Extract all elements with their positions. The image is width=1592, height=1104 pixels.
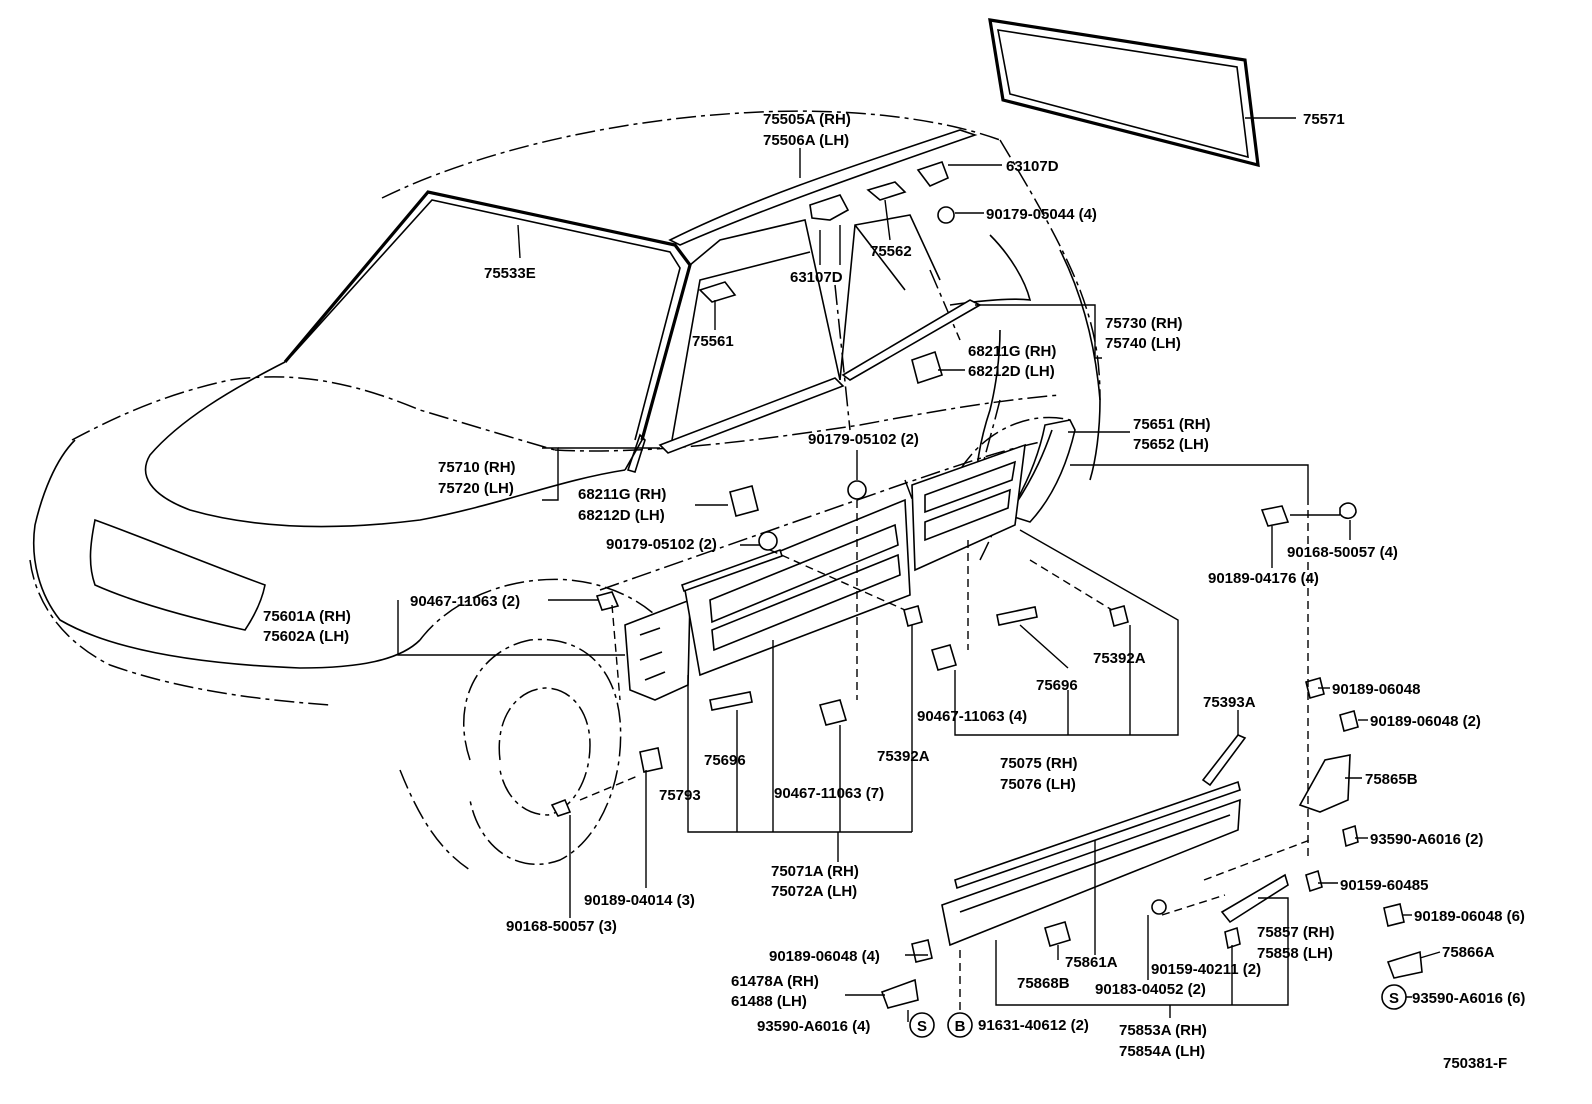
callout-75393A: 75393A: [1203, 694, 1256, 711]
circle-markers: S B S: [909, 984, 1407, 1038]
callout-90467-11063-a: 90467-11063 (2): [410, 593, 520, 610]
callout-75710: 75710 (RH): [438, 459, 516, 476]
s-marker-right-label: S: [1389, 990, 1399, 1007]
callout-75533E: 75533E: [484, 265, 536, 282]
callout-91631-40612: 91631-40612 (2): [978, 1017, 1089, 1034]
callout-68212D-b: 68212D (LH): [578, 507, 665, 524]
callout-75071A: 75071A (RH): [771, 863, 859, 880]
callout-75853A: 75853A (RH): [1119, 1022, 1207, 1039]
callout-93590-A6016-c: 93590-A6016 (4): [757, 1018, 870, 1035]
callout-75868B: 75868B: [1017, 975, 1070, 992]
parts-drawings: [283, 18, 1423, 1009]
callout-90467-11063-c: 90467-11063 (7): [774, 785, 884, 802]
callout-75602A: 75602A (LH): [263, 628, 349, 645]
callout-75861A: 75861A: [1065, 954, 1118, 971]
callout-75392A-b: 75392A: [877, 748, 930, 765]
leader-lines: [397, 117, 1441, 1022]
callout-75730: 75730 (RH): [1105, 315, 1183, 332]
callout-75076: 75076 (LH): [1000, 776, 1076, 793]
callout-75696-b: 75696: [704, 752, 746, 769]
callout-68211G-b: 68211G (RH): [578, 486, 666, 503]
callout-61488: 61488 (LH): [731, 993, 807, 1010]
callout-75562: 75562: [870, 243, 912, 260]
callout-90159-40211: 90159-40211 (2): [1151, 961, 1261, 978]
callout-61478A: 61478A (RH): [731, 973, 819, 990]
callout-93590-A6016-b: 93590-A6016 (6): [1412, 990, 1525, 1007]
diagram-id-label: 750381-F: [1443, 1055, 1507, 1072]
dashed-assembly-lines: [579, 500, 1311, 1012]
callout-90189-06048-d: 90189-06048 (4): [769, 948, 880, 965]
b-marker-label: B: [955, 1018, 966, 1035]
callout-90189-06048-c: 90189-06048 (6): [1414, 908, 1525, 925]
callout-75571: 75571: [1303, 111, 1345, 128]
callout-90159-60485: 90159-60485: [1340, 877, 1428, 894]
callout-63107D-top: 63107D: [1006, 158, 1059, 175]
callout-75506A: 75506A (LH): [763, 132, 849, 149]
callout-90168-50057-a: 90168-50057 (4): [1287, 544, 1398, 561]
callout-labels: 75571 75505A (RH) 75506A (LH) 63107D 901…: [263, 111, 1525, 1072]
callout-90179-05102-b: 90179-05102 (2): [606, 536, 717, 553]
callout-90189-06048-a: 90189-06048: [1332, 681, 1420, 698]
callout-75858: 75858 (LH): [1257, 945, 1333, 962]
callout-68211G-a: 68211G (RH): [968, 343, 1056, 360]
callout-75392A-a: 75392A: [1093, 650, 1146, 667]
car-body-outline: [29, 110, 1101, 871]
callout-75866A: 75866A: [1442, 944, 1495, 961]
callout-75652: 75652 (LH): [1133, 436, 1209, 453]
callout-90467-11063-b: 90467-11063 (4): [917, 708, 1027, 725]
s-marker-left: [909, 1012, 935, 1038]
b-marker: [947, 1012, 973, 1038]
callout-75601A: 75601A (RH): [263, 608, 351, 625]
callout-90168-50057-b: 90168-50057 (3): [506, 918, 617, 935]
callout-75793: 75793: [659, 787, 701, 804]
callout-75561: 75561: [692, 333, 734, 350]
s-marker-left-label: S: [917, 1018, 927, 1035]
callout-75865B: 75865B: [1365, 771, 1418, 788]
callout-75072A: 75072A (LH): [771, 883, 857, 900]
callout-90189-04014: 90189-04014 (3): [584, 892, 695, 909]
callout-90179-05102-a: 90179-05102 (2): [808, 431, 919, 448]
callout-75075: 75075 (RH): [1000, 755, 1078, 772]
s-marker-right: [1381, 984, 1407, 1010]
callout-75505A: 75505A (RH): [763, 111, 851, 128]
callout-75740: 75740 (LH): [1105, 335, 1181, 352]
callout-90183-04052: 90183-04052 (2): [1095, 981, 1206, 998]
callout-75720: 75720 (LH): [438, 480, 514, 497]
callout-90189-06048-b: 90189-06048 (2): [1370, 713, 1481, 730]
callout-93590-A6016-a: 93590-A6016 (2): [1370, 831, 1483, 848]
callout-90189-04176: 90189-04176 (4): [1208, 570, 1319, 587]
callout-63107D-mid: 63107D: [790, 269, 843, 286]
callout-75854A: 75854A (LH): [1119, 1043, 1205, 1060]
callout-68212D-a: 68212D (LH): [968, 363, 1055, 380]
callout-75651: 75651 (RH): [1133, 416, 1211, 433]
callout-75696-a: 75696: [1036, 677, 1078, 694]
callout-90179-05044: 90179-05044 (4): [986, 206, 1097, 223]
callout-75857: 75857 (RH): [1257, 924, 1335, 941]
